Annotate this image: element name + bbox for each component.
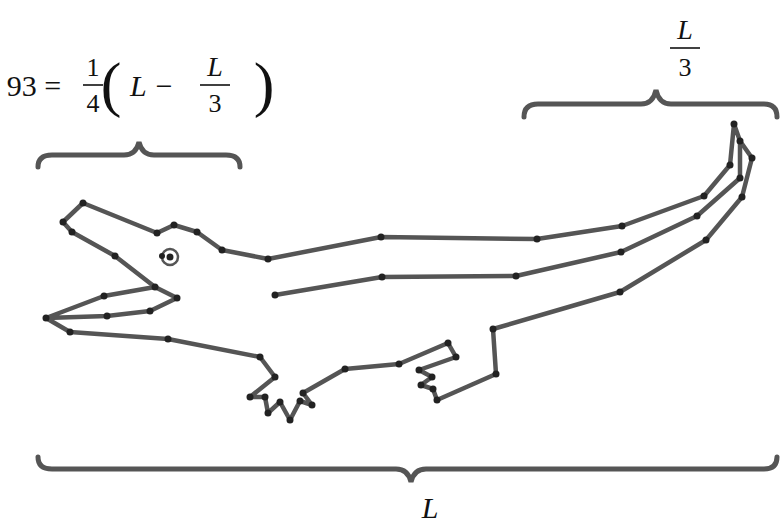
dimension-label: 3 [209,91,222,117]
dimension-label: 1 [87,55,100,81]
brackets [38,90,777,482]
dimension-label: L [207,53,223,81]
dimension-label: 4 [87,91,100,117]
dimension-label: ) [254,53,275,115]
fraction-bars [83,48,700,85]
alligator-eye [159,249,178,265]
dimension-label: 93 = [7,71,61,101]
dimension-label: L [677,16,693,44]
dimension-label: L [422,493,439,523]
dimension-label: ( [101,53,122,115]
alligator-outline [46,124,752,420]
dimension-label: L − [130,71,174,101]
dimension-label: 3 [679,55,692,81]
vertex-dots [43,121,756,424]
